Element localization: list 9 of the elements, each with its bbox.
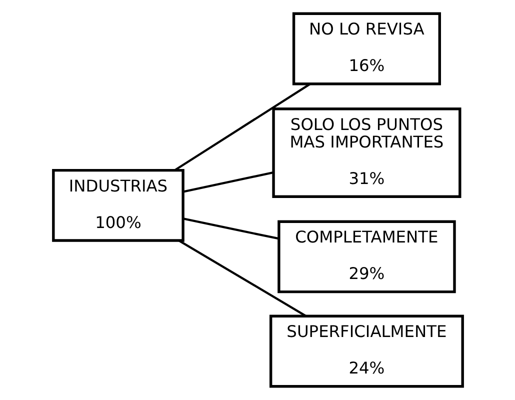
connector [178, 240, 306, 317]
connector [174, 83, 310, 172]
node-box: SUPERFICIALMENTE 24% [268, 314, 464, 388]
node-box: SOLO LOS PUNTOS MAS IMPORTANTES 31% [272, 108, 461, 198]
connector [182, 218, 278, 240]
connector [182, 171, 274, 193]
node-box: INDUSTRIAS 100% [52, 168, 184, 242]
node-box: NO LO REVISA 16% [292, 12, 440, 86]
node-box: COMPLETAMENTE 29% [277, 220, 456, 294]
